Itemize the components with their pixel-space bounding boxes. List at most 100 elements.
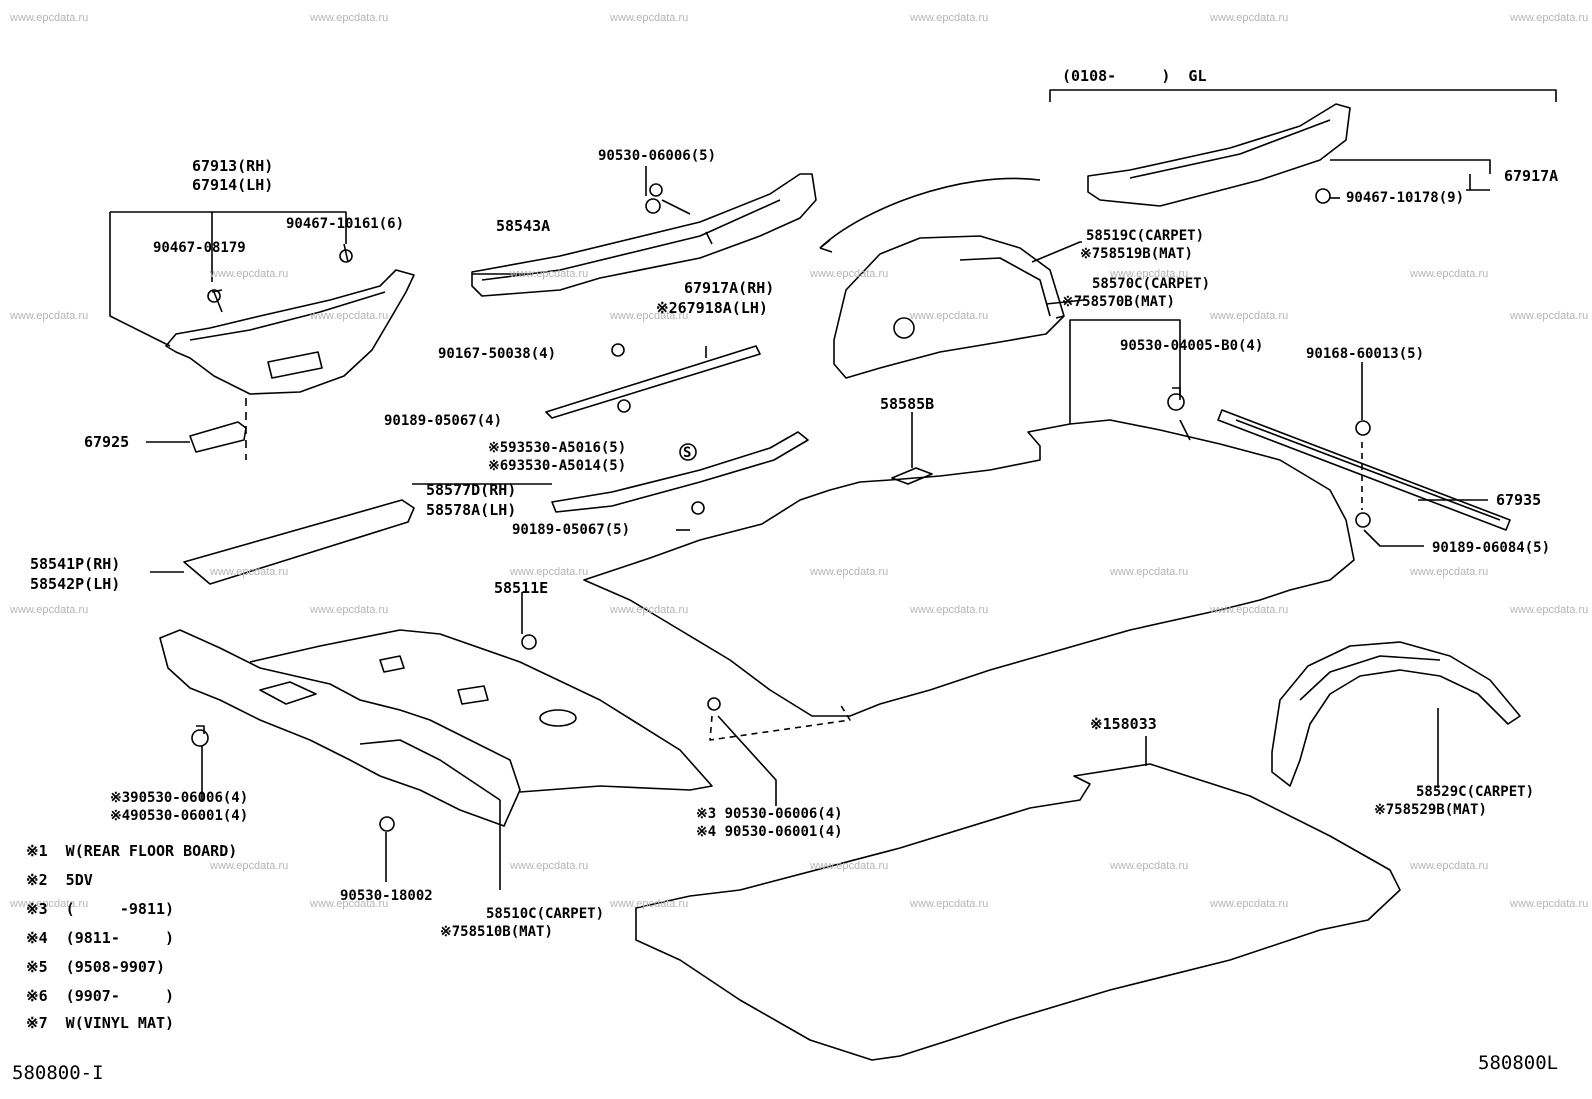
- part-label-58510c: 58510C(CARPET): [486, 906, 605, 922]
- part-label-3-90530-06006-mid: ※3 90530-06006(4): [696, 806, 843, 822]
- watermark: www.epcdata.ru: [510, 566, 589, 578]
- watermark: www.epcdata.ru: [1510, 310, 1589, 322]
- part-label-58543a: 58543A: [496, 217, 551, 235]
- rail-58543a-part: [471, 173, 817, 297]
- clip-90530-04005-part: [1167, 387, 1185, 411]
- watermark: www.epcdata.ru: [310, 310, 389, 322]
- footnote-mark: ※3: [26, 900, 48, 918]
- watermark: www.epcdata.ru: [510, 860, 589, 872]
- clip-left-3-4-part: [191, 725, 209, 800]
- part-label-58570c: 58570C(CARPET): [1092, 276, 1211, 292]
- footnote: ※2 5DV: [26, 871, 93, 889]
- part-label-90189-05067-4: 90189-05067(4): [384, 413, 503, 429]
- watermark: www.epcdata.ru: [310, 604, 389, 616]
- rear-floor-carpet-part: [583, 319, 1355, 806]
- footnote-text: ( -9811): [65, 900, 175, 918]
- footnote: ※7 W(VINYL MAT): [26, 1014, 174, 1032]
- part-label-67913: 67913(RH): [192, 157, 274, 175]
- diagram-code-left: 580800-I: [12, 1062, 104, 1084]
- watermark: www.epcdata.ru: [1510, 898, 1589, 910]
- part-label-4-90530-06001-left: ※490530-06001(4): [110, 808, 249, 824]
- footnote-mark: ※2: [26, 871, 48, 889]
- part-label-90168-60013: 90168-60013(5): [1306, 346, 1425, 362]
- part-label-3-90530-06006-left: ※390530-06006(4): [110, 790, 249, 806]
- part-label-90530-06006-5: 90530-06006(5): [598, 148, 717, 164]
- watermark: www.epcdata.ru: [210, 860, 289, 872]
- part-label-67918a-lh: ※267918A(LH): [656, 299, 768, 317]
- gl-range-label: (0108- ) GL: [1062, 67, 1207, 85]
- scuff-strip-part: [545, 343, 761, 419]
- watermark: www.epcdata.ru: [610, 12, 689, 24]
- footnote-mark: ※4: [26, 929, 48, 947]
- footnote-mark: ※7: [26, 1014, 48, 1032]
- footnote-text: W(VINYL MAT): [65, 1014, 175, 1032]
- part-label-58511e: 58511E: [494, 579, 549, 597]
- plate-58541p-part: [150, 499, 415, 585]
- part-label-67914: 67914(LH): [192, 176, 274, 194]
- watermark: www.epcdata.ru: [1510, 12, 1589, 24]
- watermark: www.epcdata.ru: [210, 268, 289, 280]
- clip-90530-18002-part: [379, 816, 395, 882]
- footnote-text: 5DV: [65, 871, 93, 889]
- part-label-93530-a5014: ※693530-A5014(5): [488, 458, 627, 474]
- clip-67925-part: [146, 398, 247, 460]
- part-label-90530-18002: 90530-18002: [340, 888, 433, 904]
- part-label-4-90530-06001-mid: ※4 90530-06001(4): [696, 824, 843, 840]
- part-label-58529b: ※758529B(MAT): [1374, 802, 1487, 818]
- front-floor-carpet-part: [159, 629, 713, 890]
- footnote-text: (9907- ): [65, 987, 175, 1005]
- wheel-arch-58529c-part: [1271, 641, 1521, 788]
- leader-lines: [412, 166, 1490, 531]
- bar-58577d-part: [551, 431, 809, 515]
- footnote-mark: ※6: [26, 987, 48, 1005]
- plate-58585b-part: [891, 412, 933, 485]
- part-label-67925: 67925: [84, 433, 130, 451]
- part-label-58578a: 58578A(LH): [426, 501, 517, 519]
- part-label-90467-10161: 90467-10161(6): [286, 216, 405, 232]
- footnote: ※3 ( -9811): [26, 900, 174, 918]
- watermark: www.epcdata.ru: [810, 268, 889, 280]
- footnote-mark: ※1: [26, 842, 48, 860]
- footnote: ※5 (9508-9907): [26, 958, 165, 976]
- footnote-text: (9508-9907): [65, 958, 166, 976]
- floor-board-158033-part: [635, 736, 1401, 1061]
- part-label-58519b: ※758519B(MAT): [1080, 246, 1193, 262]
- part-label-90189-05067-5: 90189-05067(5): [512, 522, 631, 538]
- part-label-58585b: 58585B: [880, 395, 935, 413]
- part-label-58510b: ※758510B(MAT): [440, 924, 553, 940]
- watermark: www.epcdata.ru: [10, 310, 89, 322]
- watermark: www.epcdata.ru: [210, 566, 289, 578]
- gl-bracket: [1049, 89, 1557, 102]
- part-label-58577d: 58577D(RH): [426, 481, 517, 499]
- part-label-90189-06084: 90189-06084(5): [1432, 540, 1551, 556]
- footnote: ※6 (9907- ): [26, 987, 174, 1005]
- part-label-90167-50038: 90167-50038(4): [438, 346, 557, 362]
- scuff-plate-67917a-part: [1087, 103, 1491, 207]
- watermark: www.epcdata.ru: [1210, 310, 1289, 322]
- part-label-58570b: ※758570B(MAT): [1062, 294, 1175, 310]
- watermark: www.epcdata.ru: [1210, 12, 1289, 24]
- watermark: www.epcdata.ru: [910, 604, 989, 616]
- watermark: www.epcdata.ru: [10, 12, 89, 24]
- s-circle-marker: S: [683, 445, 692, 461]
- footnote-text: W(REAR FLOOR BOARD): [65, 842, 238, 860]
- part-label-58542p: 58542P(LH): [30, 575, 121, 593]
- watermark: www.epcdata.ru: [610, 310, 689, 322]
- watermark: www.epcdata.ru: [10, 604, 89, 616]
- watermark: www.epcdata.ru: [1210, 604, 1289, 616]
- watermark: www.epcdata.ru: [610, 604, 689, 616]
- part-label-90467-10178: 90467-10178(9): [1346, 190, 1465, 206]
- watermark: www.epcdata.ru: [810, 860, 889, 872]
- part-label-67917a-rh: 67917A(RH): [684, 279, 775, 297]
- part-label-67935: 67935: [1496, 491, 1542, 509]
- footnote-text: (9811- ): [65, 929, 175, 947]
- part-label-58541p: 58541P(RH): [30, 555, 121, 573]
- quarter-trim-part: [109, 211, 415, 395]
- part-label-58529c: 58529C(CARPET): [1416, 784, 1535, 800]
- watermark: www.epcdata.ru: [810, 566, 889, 578]
- watermark: www.epcdata.ru: [1410, 566, 1489, 578]
- watermark: www.epcdata.ru: [910, 898, 989, 910]
- watermark: www.epcdata.ru: [10, 898, 89, 910]
- part-label-158033: ※158033: [1090, 715, 1157, 733]
